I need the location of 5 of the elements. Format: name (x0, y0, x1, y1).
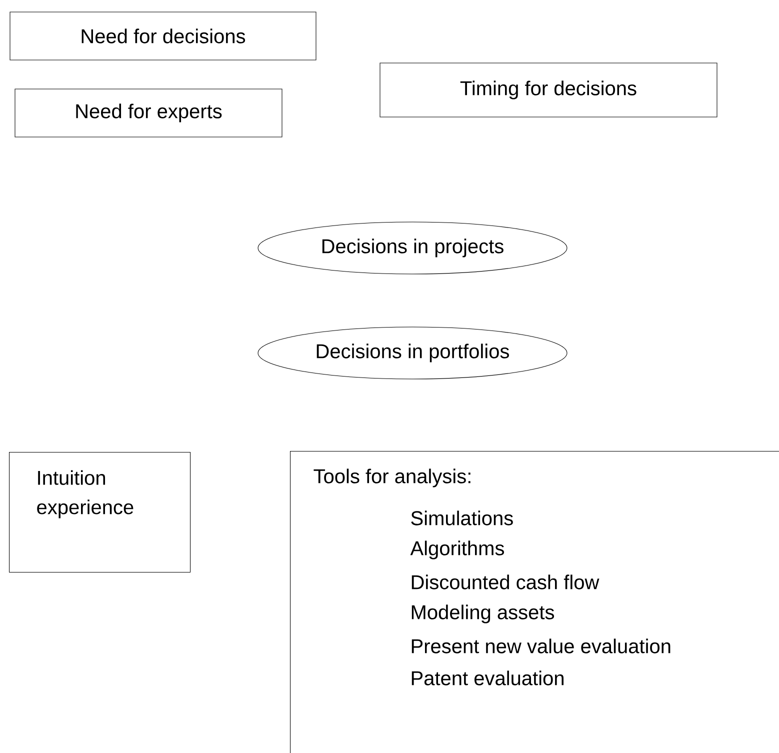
text-box: Need for decisions (10, 12, 316, 60)
list-box: Tools for analysis: Simulations Algorithms Discounted cash flow Modeling assets Present new value evaluation Patent evaluation (290, 451, 779, 753)
text-box: Need for experts (14, 88, 282, 138)
text-box: Intuition experience (9, 452, 191, 573)
text-box: Timing for decisions (380, 62, 718, 118)
